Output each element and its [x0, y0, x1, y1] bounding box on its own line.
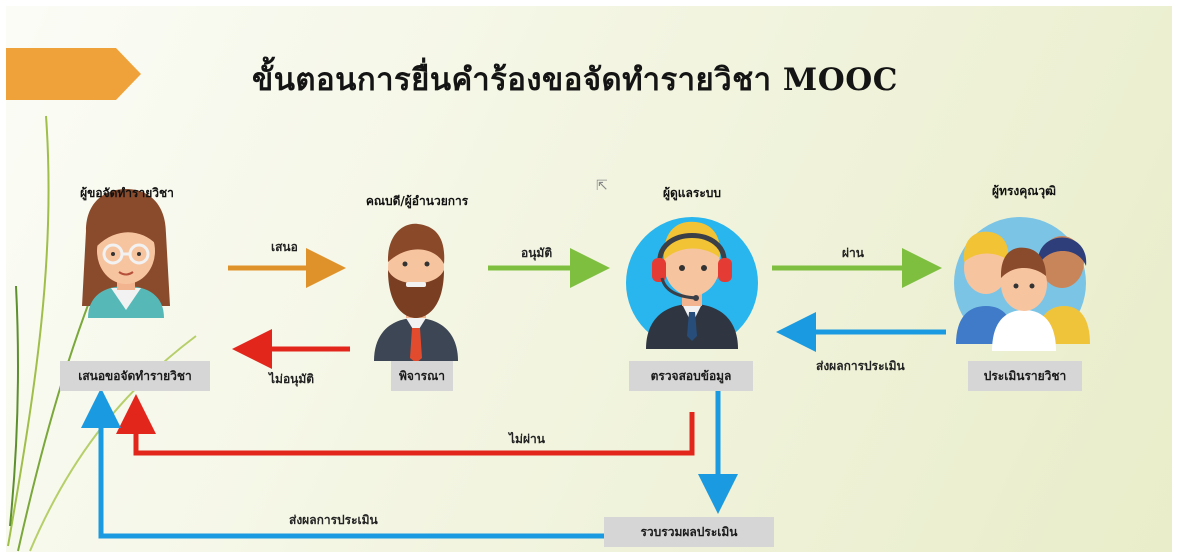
- label-propose: เสนอ: [271, 240, 298, 254]
- step-collect-results: รวบรวมผลประเมิน: [604, 517, 774, 547]
- mouse-pointer-icon: ⇱: [596, 178, 608, 194]
- role-requester: ผู้ขอจัดทำรายวิชา: [80, 186, 174, 200]
- role-dean: คณบดี/ผู้อำนวยการ: [365, 194, 469, 208]
- requester-avatar: [82, 189, 170, 318]
- experts-avatar: [954, 217, 1090, 351]
- page-title: ขั้นตอนการยื่นคำร้องขอจัดทำรายวิชา MOOC: [252, 62, 898, 98]
- label-pass: ผ่าน: [842, 246, 864, 260]
- role-experts: ผู้ทรงคุณวุฒิ: [992, 184, 1056, 198]
- step-verify: ตรวจสอบข้อมูล: [629, 361, 753, 391]
- step-propose-course: เสนอขอจัดทำรายวิชา: [60, 361, 210, 391]
- arrow-send-results-bottom: [81, 388, 606, 539]
- slide: ขั้นตอนการยื่นคำร้องขอจัดทำรายวิชา MOOC …: [6, 6, 1172, 552]
- diagram-canvas: [6, 48, 1090, 552]
- dean-avatar: [374, 223, 458, 363]
- step-evaluate-course: ประเมินรายวิชา: [968, 361, 1082, 391]
- label-approve: อนุมัติ: [521, 246, 553, 260]
- label-send-results-bottom: ส่งผลการประเมิน: [289, 513, 378, 527]
- role-admin: ผู้ดูแลระบบ: [662, 186, 722, 200]
- step-consider: พิจารณา: [391, 361, 453, 391]
- admin-avatar: [626, 217, 758, 349]
- label-send-results: ส่งผลการประเมิน: [816, 359, 905, 373]
- label-not-approve: ไม่อนุมัติ: [269, 372, 315, 386]
- label-not-pass: ไม่ผ่าน: [509, 432, 545, 446]
- arrow-not-pass: [116, 394, 695, 456]
- title-tab: [6, 48, 141, 100]
